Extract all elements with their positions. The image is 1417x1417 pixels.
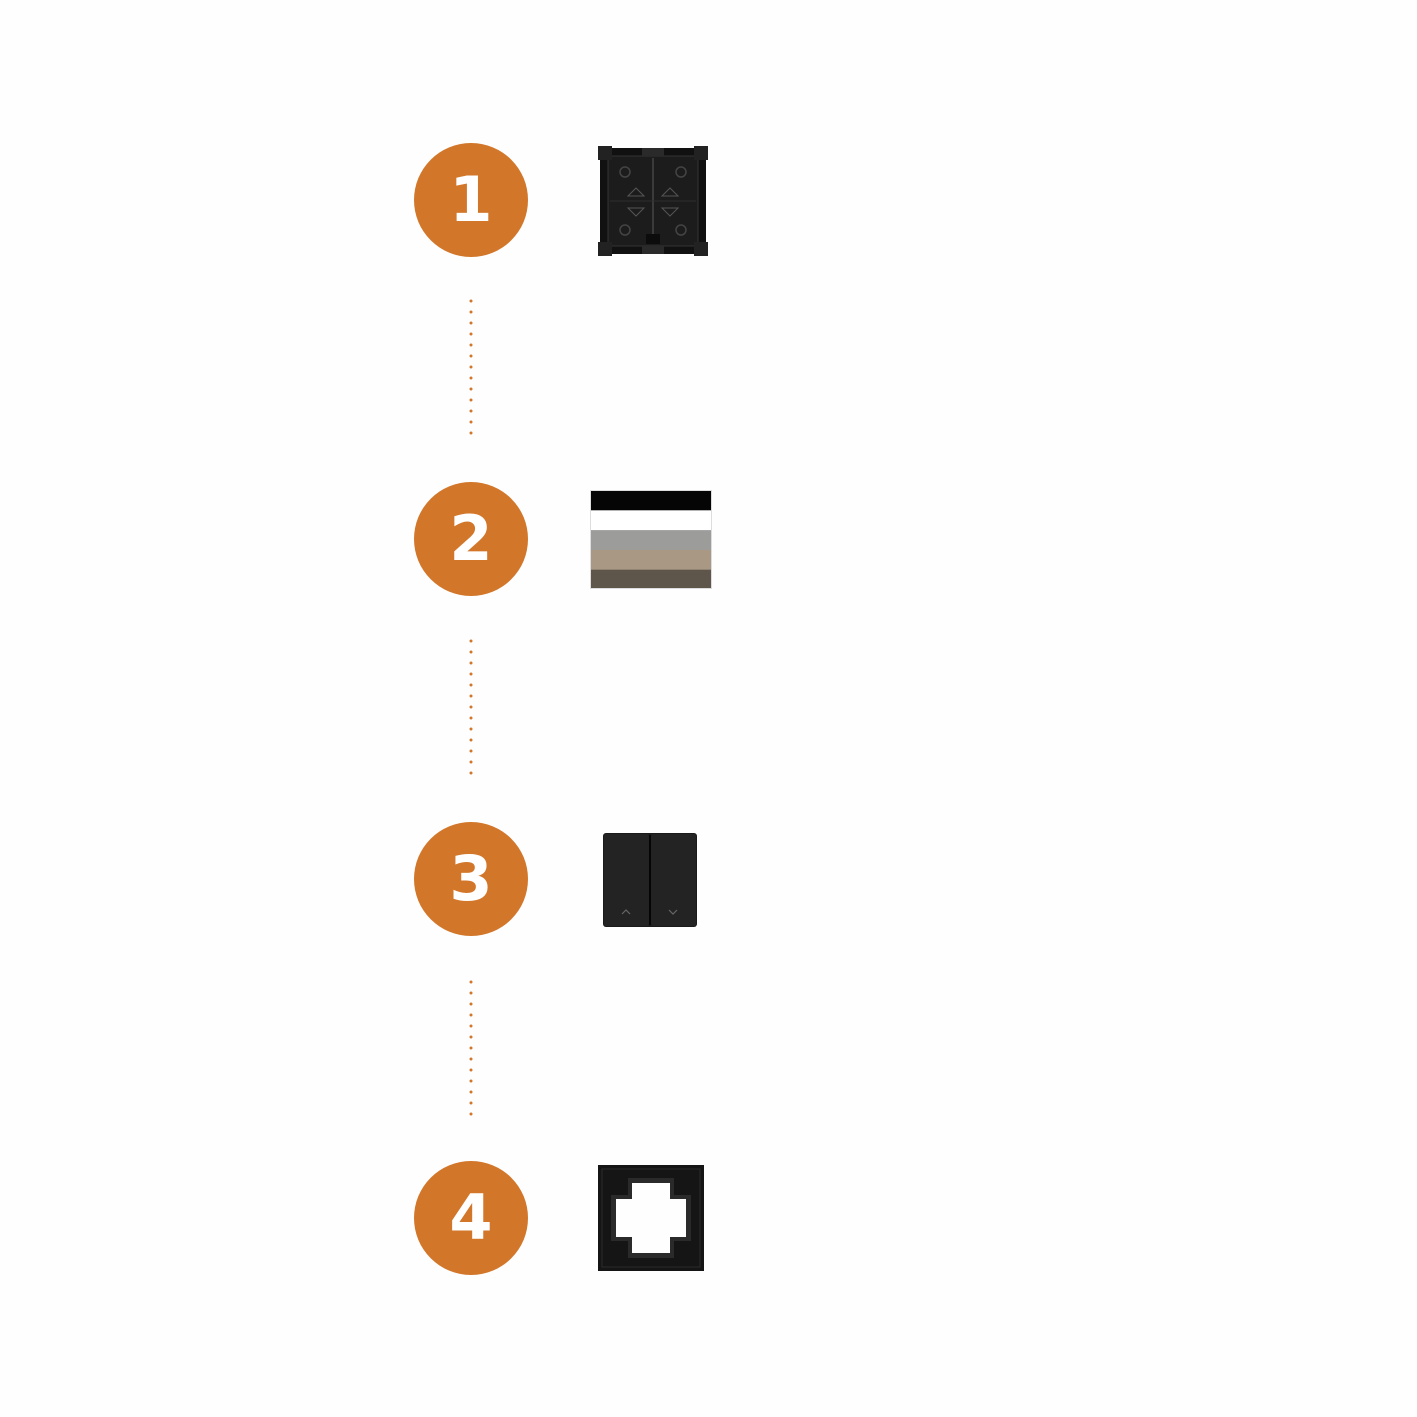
switch-mechanism-icon [598, 146, 708, 256]
step-number: 3 [449, 842, 493, 915]
swatch-band [590, 490, 712, 511]
step-badge-3: 3 [414, 822, 528, 936]
color-swatches-icon [590, 490, 712, 589]
step-number: 4 [449, 1181, 493, 1254]
swatch-band [590, 569, 712, 589]
double-rocker-cover-icon [603, 833, 697, 927]
step-connector [469, 638, 473, 776]
step-connector [469, 979, 473, 1117]
step-connector [469, 298, 473, 436]
swatch-band [590, 529, 712, 550]
swatch-band [590, 549, 712, 570]
step-number: 2 [449, 502, 493, 575]
step-number: 1 [449, 163, 493, 236]
step-badge-2: 2 [414, 482, 528, 596]
step-badge-4: 4 [414, 1161, 528, 1275]
frame-icon [598, 1165, 704, 1271]
step-badge-1: 1 [414, 143, 528, 257]
swatch-band [590, 509, 712, 531]
